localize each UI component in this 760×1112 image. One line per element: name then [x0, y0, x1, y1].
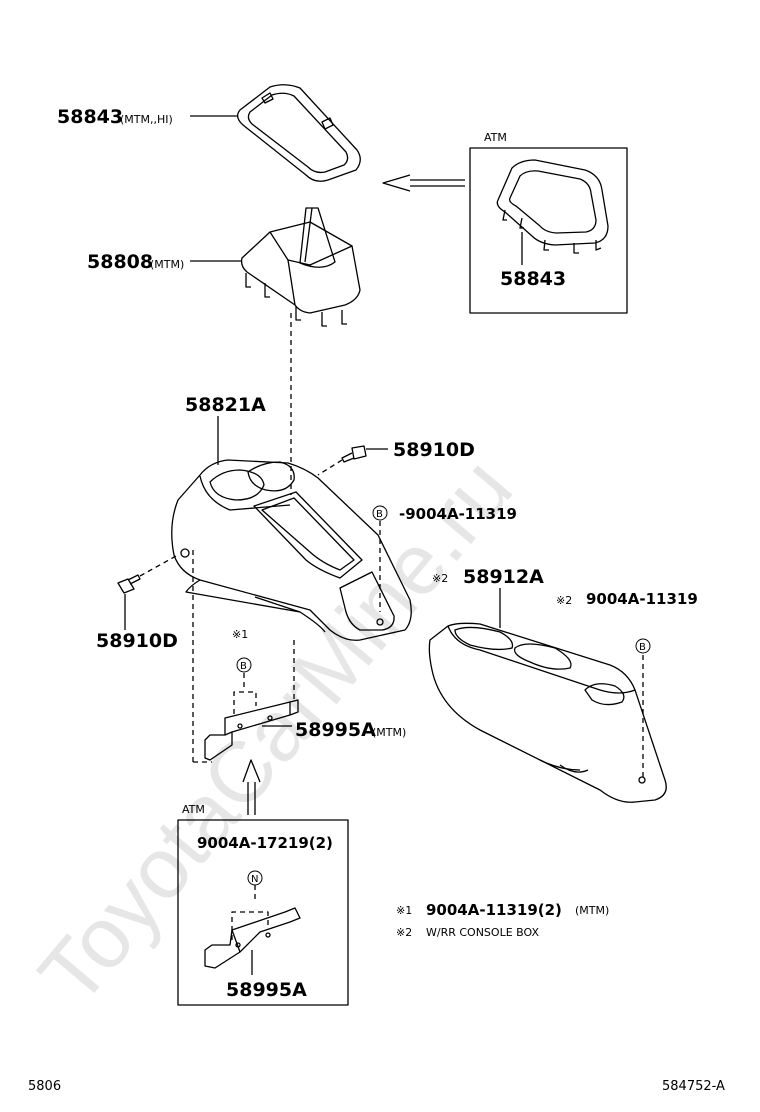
- mark-58912A: ※2: [432, 572, 448, 585]
- label-58843-atm: 58843: [500, 268, 566, 290]
- shift-bezel-atm-drawing: [496, 159, 609, 254]
- note-58808: (MTM): [150, 258, 184, 271]
- footnote-1-mark: ※1: [396, 904, 412, 917]
- bolt-marker-b-rear-icon: B: [635, 638, 651, 654]
- arrow-left-icon: [382, 174, 465, 192]
- bracket-mtm-drawing: [204, 699, 299, 761]
- note-58995A-mtm: (MTM): [372, 726, 406, 739]
- svg-text:N: N: [251, 874, 258, 885]
- shift-boot-drawing: [240, 207, 361, 327]
- svg-text:B: B: [639, 642, 646, 653]
- label-58995A-atm: 58995A: [226, 979, 307, 1001]
- label-9004A-11319: -9004A-11319: [399, 505, 517, 523]
- atm-label-top: ATM: [484, 131, 507, 144]
- footnote-2-mark: ※2: [396, 926, 412, 939]
- label-58821A: 58821A: [185, 394, 266, 416]
- rear-console-box-drawing: [428, 622, 667, 803]
- label-58912A: 58912A: [463, 566, 544, 588]
- clip-right-drawing: [341, 445, 367, 463]
- shift-bezel-mtm-drawing: [236, 84, 361, 182]
- label-58995A-mtm: 58995A: [295, 719, 376, 741]
- footnote-1-suffix: (MTM): [575, 904, 609, 917]
- page-code-right: 584752-A: [662, 1079, 725, 1094]
- atm-box-top: [469, 147, 628, 314]
- bolt-marker-b-icon: B: [372, 505, 388, 521]
- note-58843-mtm: (MTM,,HI): [120, 113, 173, 126]
- page-code-left: 5806: [28, 1079, 61, 1094]
- arrow-up-icon: [242, 759, 261, 815]
- label-58843-mtm: 58843: [57, 106, 123, 128]
- atm-label-bottom: ATM: [182, 803, 205, 816]
- bracket-atm-drawing: [204, 907, 301, 969]
- label-9004A-11319-rear: 9004A-11319: [586, 590, 698, 608]
- svg-text:B: B: [240, 661, 247, 672]
- bolt-marker-b-mtm-icon: B: [236, 657, 252, 673]
- mark-1: ※1: [232, 628, 248, 641]
- label-58910D-left: 58910D: [96, 630, 178, 652]
- svg-text:B: B: [376, 509, 383, 520]
- footnote-2-text: W/RR CONSOLE BOX: [426, 926, 539, 939]
- atm-box-bottom: [177, 819, 349, 1006]
- assembly-line-clip-left: [139, 555, 177, 577]
- label-58808: 58808: [87, 251, 153, 273]
- assembly-line-clip-right: [317, 459, 343, 476]
- center-console-drawing: [171, 459, 412, 641]
- bolt-marker-n-icon: N: [247, 870, 263, 886]
- footnote-1-text: 9004A-11319(2): [426, 901, 562, 919]
- label-58910D-right: 58910D: [393, 439, 475, 461]
- mark-9004A-11319-rear: ※2: [556, 594, 572, 607]
- clip-left-drawing: [117, 574, 141, 594]
- label-9004A-17219: 9004A-17219(2): [197, 834, 333, 852]
